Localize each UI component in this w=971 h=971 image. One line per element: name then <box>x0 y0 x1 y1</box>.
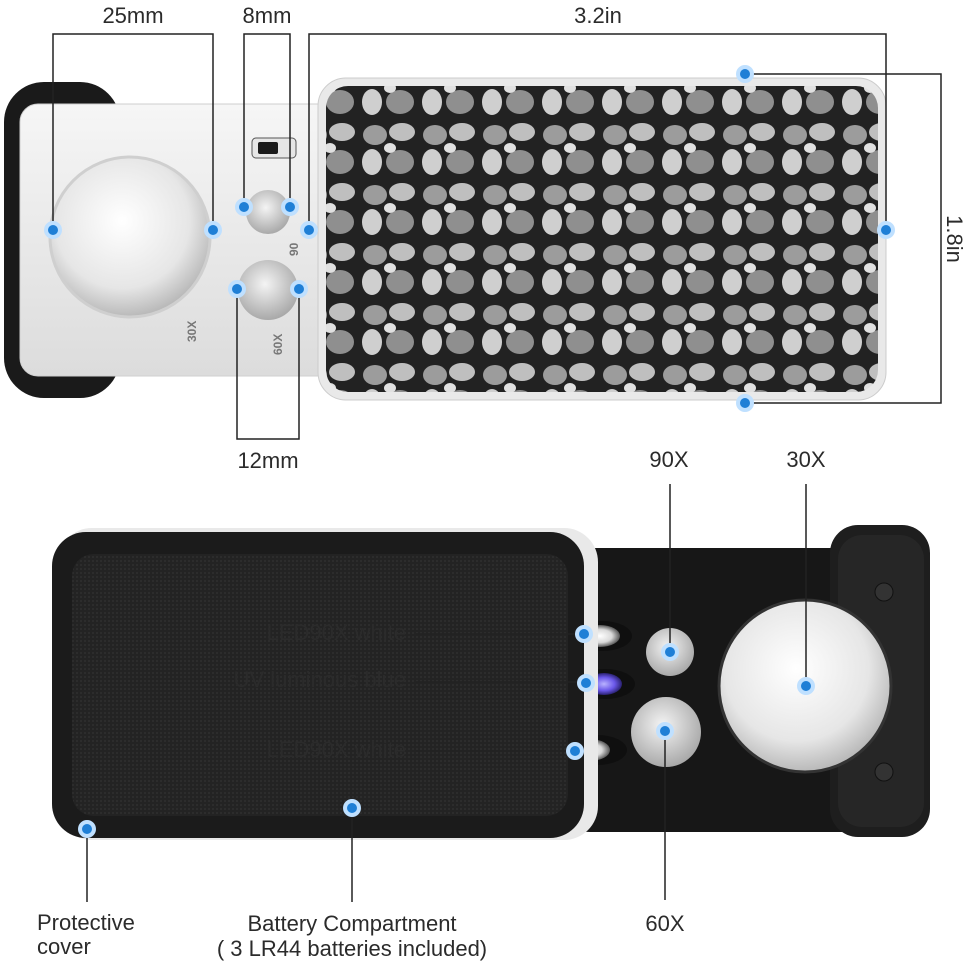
dimension-12mm: 12mm <box>237 448 299 473</box>
dimension-length: 3.2in <box>574 3 622 28</box>
label-90x: 90X <box>649 447 689 472</box>
label-led-bottom: LED90X white <box>266 737 406 762</box>
small-lens-12mm <box>238 260 298 320</box>
label-battery-line1: Battery Compartment <box>247 911 457 936</box>
dimension-width: 1.8in <box>941 215 967 263</box>
engraved-90: 90 <box>287 242 301 256</box>
label-protective-cover: Protective cover <box>37 910 135 960</box>
dimension-25mm: 25mm <box>102 3 164 28</box>
marker-dots-bottom <box>78 625 815 838</box>
dimension-lines <box>52 33 942 440</box>
callout-lines <box>86 484 807 902</box>
marker-dots-top <box>44 65 895 412</box>
dimension-8mm: 8mm <box>242 3 292 28</box>
engraved-60x: 60X <box>271 334 285 355</box>
engraved-30x: 30X <box>185 321 199 342</box>
label-led-top: LED90X white <box>266 620 406 645</box>
bottom-magnifier <box>52 525 930 840</box>
label-battery-line2: ( 3 LR44 batteries included) <box>216 936 488 961</box>
top-magnifier <box>4 77 887 401</box>
large-lens <box>48 155 212 319</box>
crocodile-cover <box>326 86 878 392</box>
label-30x: 30X <box>786 447 826 472</box>
label-uv: UV luminous blue <box>233 667 406 692</box>
label-60x: 60X <box>645 911 685 936</box>
small-lens-8mm <box>246 190 290 234</box>
